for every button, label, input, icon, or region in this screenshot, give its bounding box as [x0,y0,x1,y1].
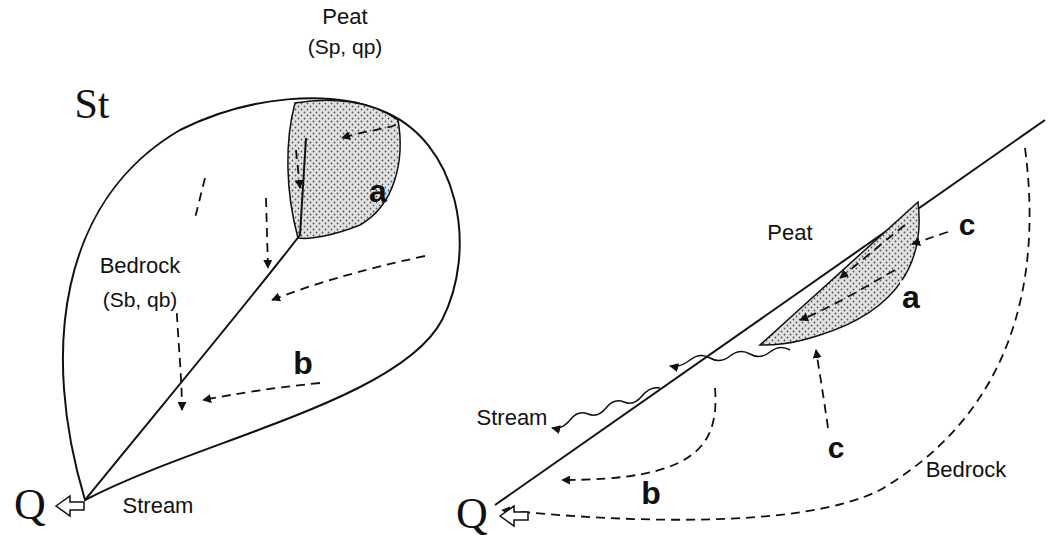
stream-label: Stream [121,494,196,518]
pathway-letter: a [900,280,922,315]
stream-label: Stream [475,406,550,430]
region-label: Bedrock [98,254,183,278]
discharge-label: Q [12,481,48,529]
pathway-letter: c [957,208,978,241]
pathway-letter: b [291,346,315,381]
pathway-letter: b [639,476,663,511]
parameter-label: (Sb, qb) [101,288,180,311]
section-flow-arrows [502,148,1030,520]
region-label: Peat [765,221,814,245]
parameter-label: (Sp, qp) [306,35,385,58]
stream-channel [85,138,306,500]
pathway-letter: a [367,174,389,209]
catchment-outline [63,98,460,500]
outlet-arrow [500,506,528,526]
region-label: Peat [320,5,369,29]
hillslope-surface [495,120,1045,505]
outlet-arrow [56,496,84,516]
region-label: Bedrock [924,458,1009,482]
discharge-label: Q [454,490,490,538]
flow-arrows [176,125,425,410]
area-label: St [72,81,111,127]
stream-flow [552,347,790,428]
peat-lens [760,202,919,345]
pathway-letter: c [826,431,847,464]
